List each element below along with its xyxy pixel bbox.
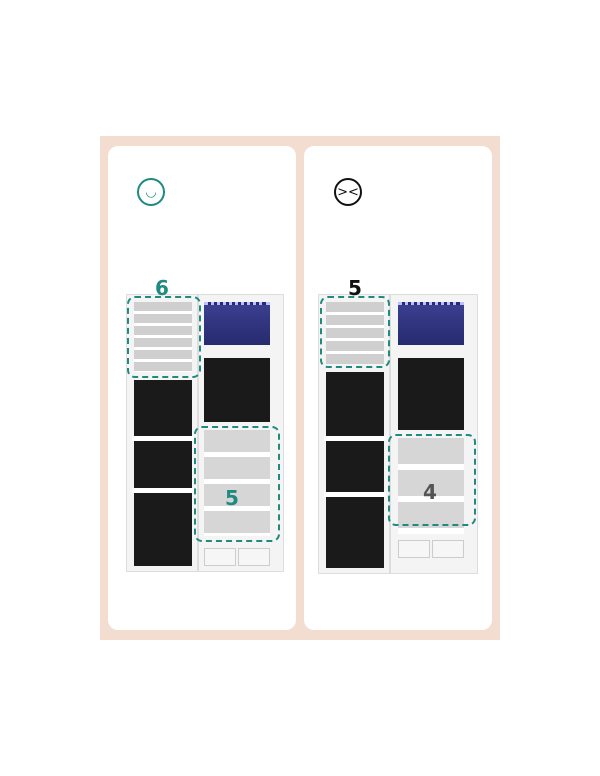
- rail: [324, 436, 386, 441]
- body-shelf-count: 4: [423, 480, 437, 504]
- door-shelf-highlight: [320, 296, 390, 368]
- drawer: [238, 548, 270, 566]
- body-shelves: [398, 438, 464, 534]
- smiley-icon: ◡: [137, 178, 165, 206]
- door-shelves: [326, 302, 384, 364]
- rail: [324, 492, 386, 497]
- body-shelves: [204, 430, 270, 536]
- drawer: [398, 540, 430, 558]
- body-shelf-highlight: [194, 426, 280, 542]
- door-shelf-highlight: [127, 296, 201, 378]
- body-shelf-count: 5: [225, 486, 239, 510]
- led-panel: [398, 302, 464, 345]
- led-panel: [204, 302, 270, 345]
- body-shelf-highlight: [388, 434, 476, 526]
- door-shelf-count: 6: [155, 276, 169, 300]
- frowning-face-icon: ><: [334, 178, 362, 206]
- rail: [132, 436, 194, 441]
- jewelry-panel: [204, 358, 270, 422]
- drawer: [204, 548, 236, 566]
- mirror-back: [326, 372, 384, 568]
- jewelry-panel: [398, 358, 464, 430]
- door-shelves: [134, 302, 192, 372]
- door-shelf-count: 5: [348, 276, 362, 300]
- rail: [132, 488, 194, 493]
- drawer: [432, 540, 464, 558]
- mirror-back: [134, 380, 192, 566]
